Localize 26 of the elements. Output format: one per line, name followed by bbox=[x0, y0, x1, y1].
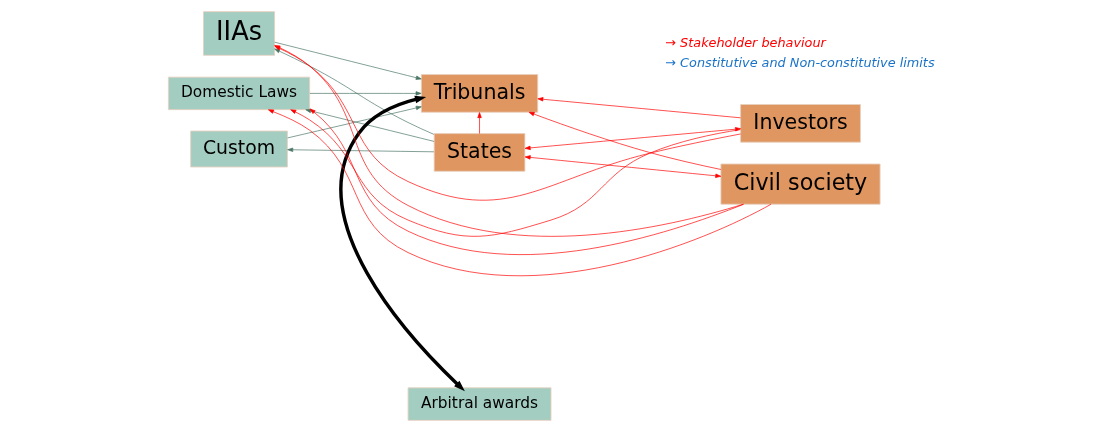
arrow bbox=[290, 109, 741, 237]
node-box: Custom bbox=[190, 130, 288, 168]
arrow bbox=[524, 155, 722, 178]
arrow bbox=[537, 97, 741, 119]
node-box: Tribunals bbox=[420, 74, 539, 113]
arrow bbox=[274, 45, 741, 201]
node-box: Arbitral awards bbox=[407, 387, 552, 421]
arrow bbox=[274, 48, 435, 135]
arrow bbox=[477, 112, 482, 134]
arrow bbox=[528, 111, 722, 170]
legend-label: → Stakeholder behaviour bbox=[665, 35, 826, 51]
arrow bbox=[274, 41, 422, 80]
node-box: Investors bbox=[740, 104, 861, 143]
arrow bbox=[287, 147, 435, 153]
arrow bbox=[309, 108, 745, 255]
arrow bbox=[287, 105, 422, 139]
node-box: States bbox=[433, 133, 526, 172]
node-box: Civil society bbox=[720, 163, 881, 205]
arrow bbox=[305, 108, 435, 142]
node-box: IIAs bbox=[203, 11, 275, 56]
arrow bbox=[339, 95, 465, 392]
arrow bbox=[274, 45, 744, 237]
arrow bbox=[309, 91, 422, 96]
legend-label: → Constitutive and Non-constitutive limits bbox=[665, 54, 935, 70]
arrow bbox=[524, 127, 741, 151]
arrow bbox=[268, 109, 772, 276]
